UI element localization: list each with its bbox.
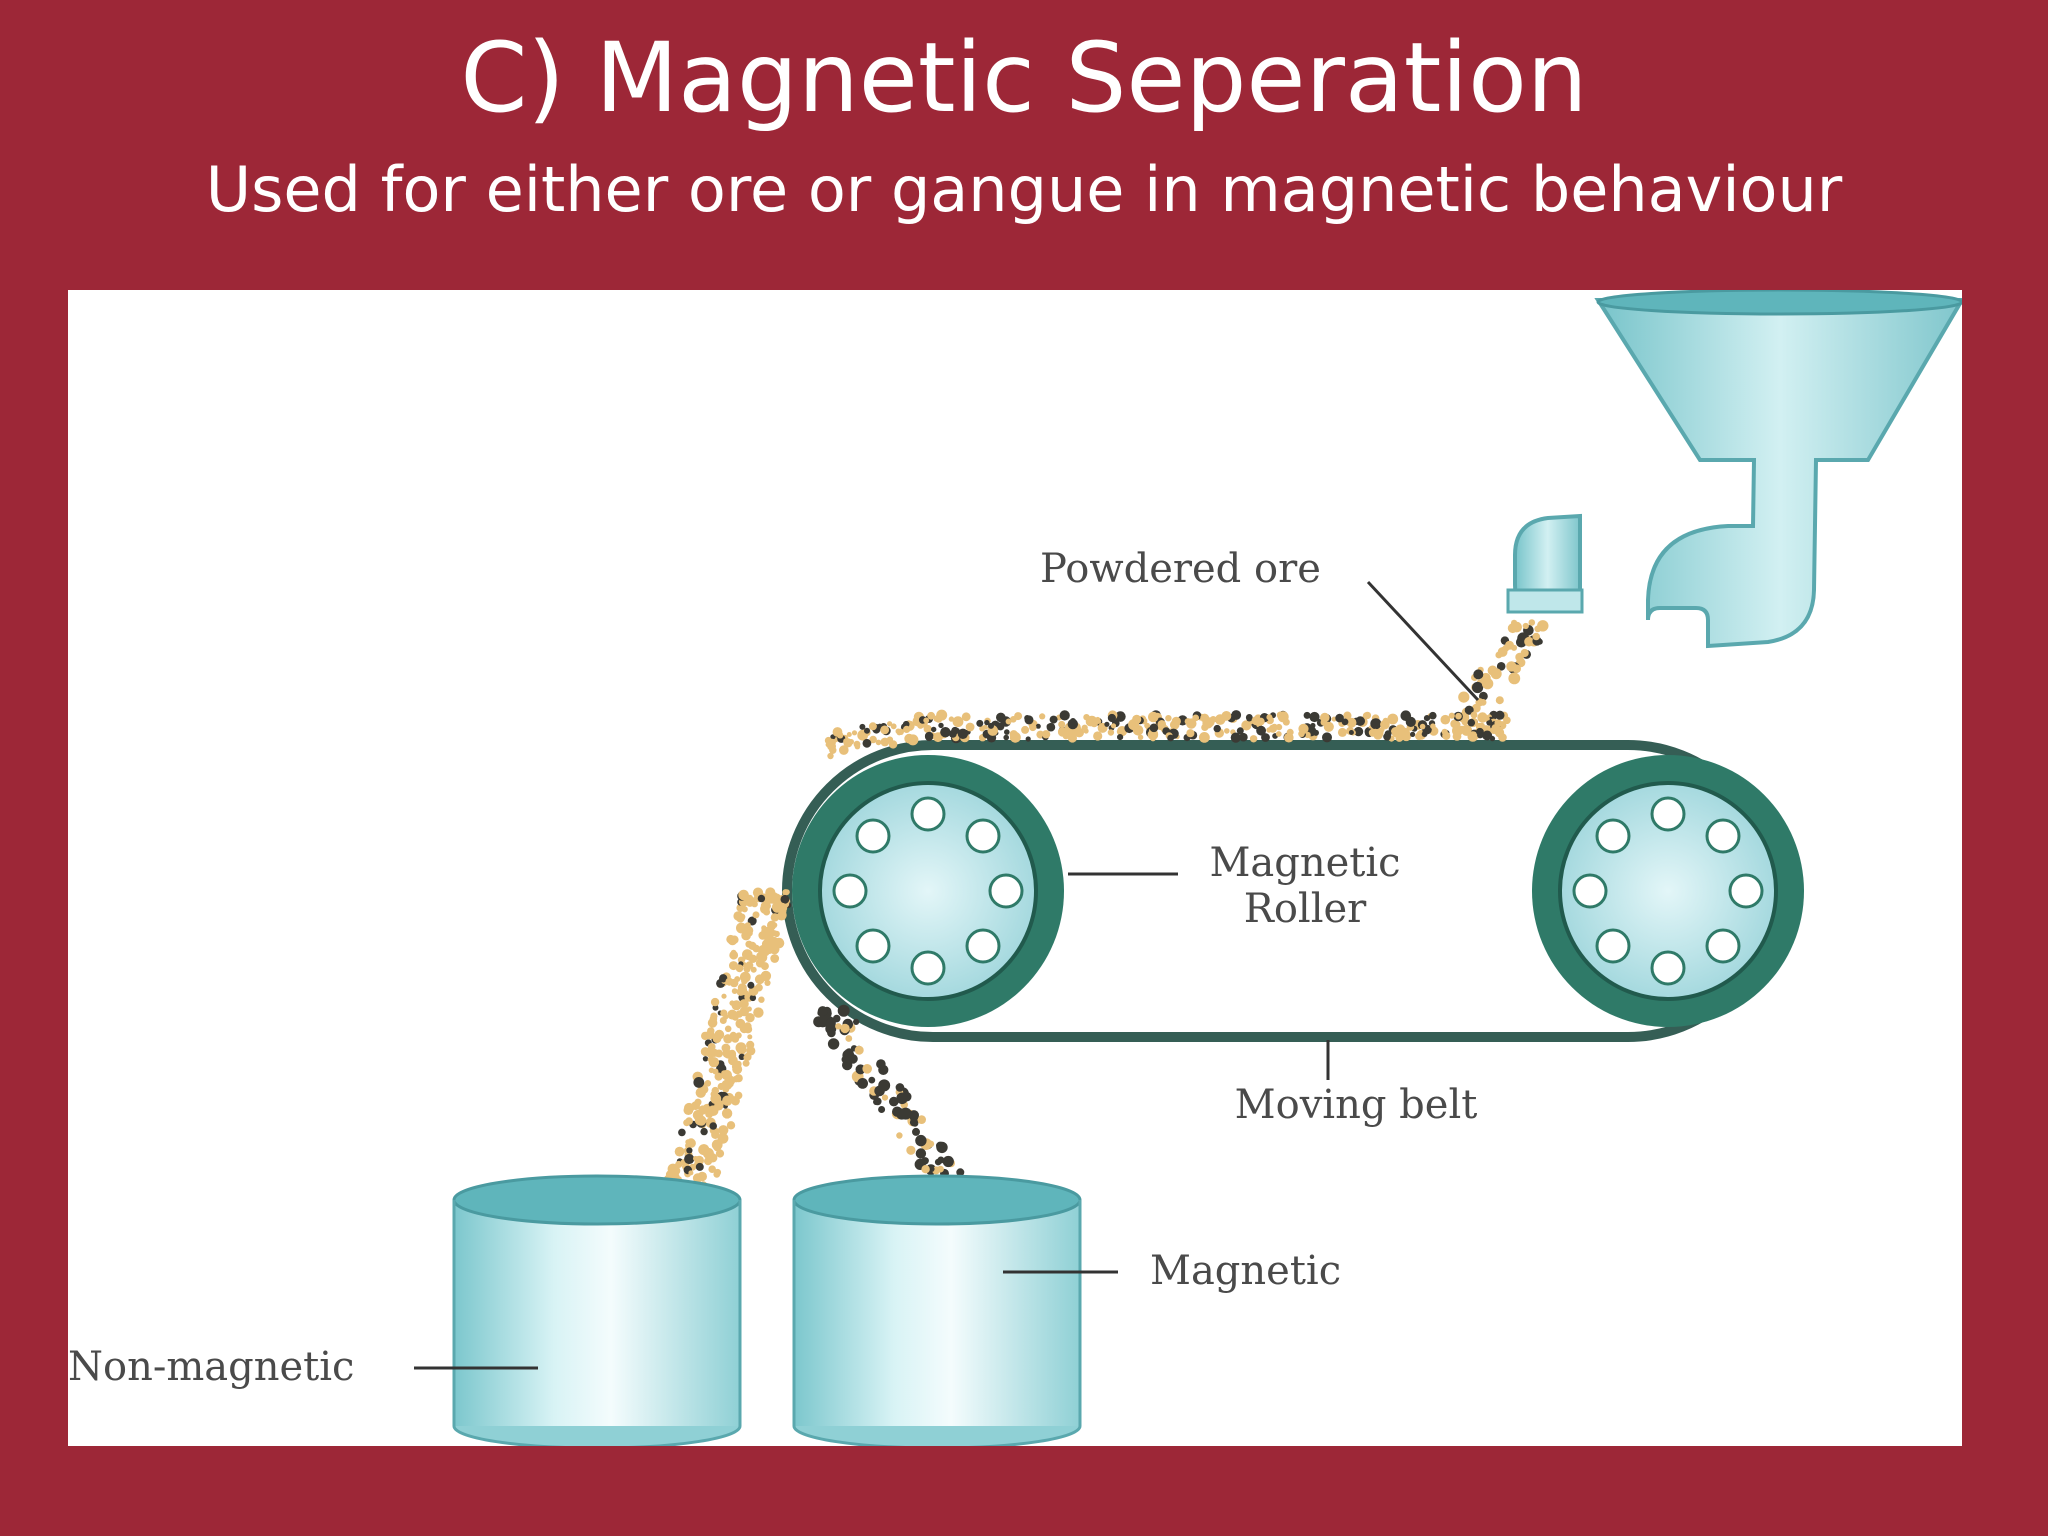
- label-moving-belt: Moving belt: [1235, 1082, 1478, 1128]
- label-non-magnetic: Non-magnetic: [68, 1344, 354, 1390]
- roller-holes-right: [1572, 796, 1764, 986]
- slide-subtitle: Used for either ore or gangue in magneti…: [205, 153, 1843, 226]
- roller-holes-left: [832, 796, 1024, 986]
- slide-title: C) Magnetic Seperation: [460, 22, 1588, 134]
- magnetic-roller-right: [1532, 755, 1804, 1027]
- container-non-magnetic: [452, 1174, 742, 1446]
- funnel-hopper: [1506, 290, 1962, 649]
- magnetic-separation-diagram: Powdered ore Magnetic Roller Moving belt…: [68, 290, 1962, 1446]
- leader-lines: [414, 580, 1480, 1370]
- label-magnetic-roller-line1: Magnetic: [1209, 840, 1400, 886]
- label-powdered-ore: Powdered ore: [1040, 546, 1321, 592]
- label-magnetic: Magnetic: [1150, 1248, 1341, 1294]
- magnetic-roller-left: [792, 755, 1064, 1027]
- container-magnetic: [792, 1174, 1082, 1446]
- ore-particles: [663, 619, 1549, 1199]
- leader-powdered-ore: [1366, 580, 1480, 702]
- diagram-panel: Powdered ore Magnetic Roller Moving belt…: [68, 290, 1962, 1446]
- label-magnetic-roller-line2: Roller: [1244, 886, 1367, 932]
